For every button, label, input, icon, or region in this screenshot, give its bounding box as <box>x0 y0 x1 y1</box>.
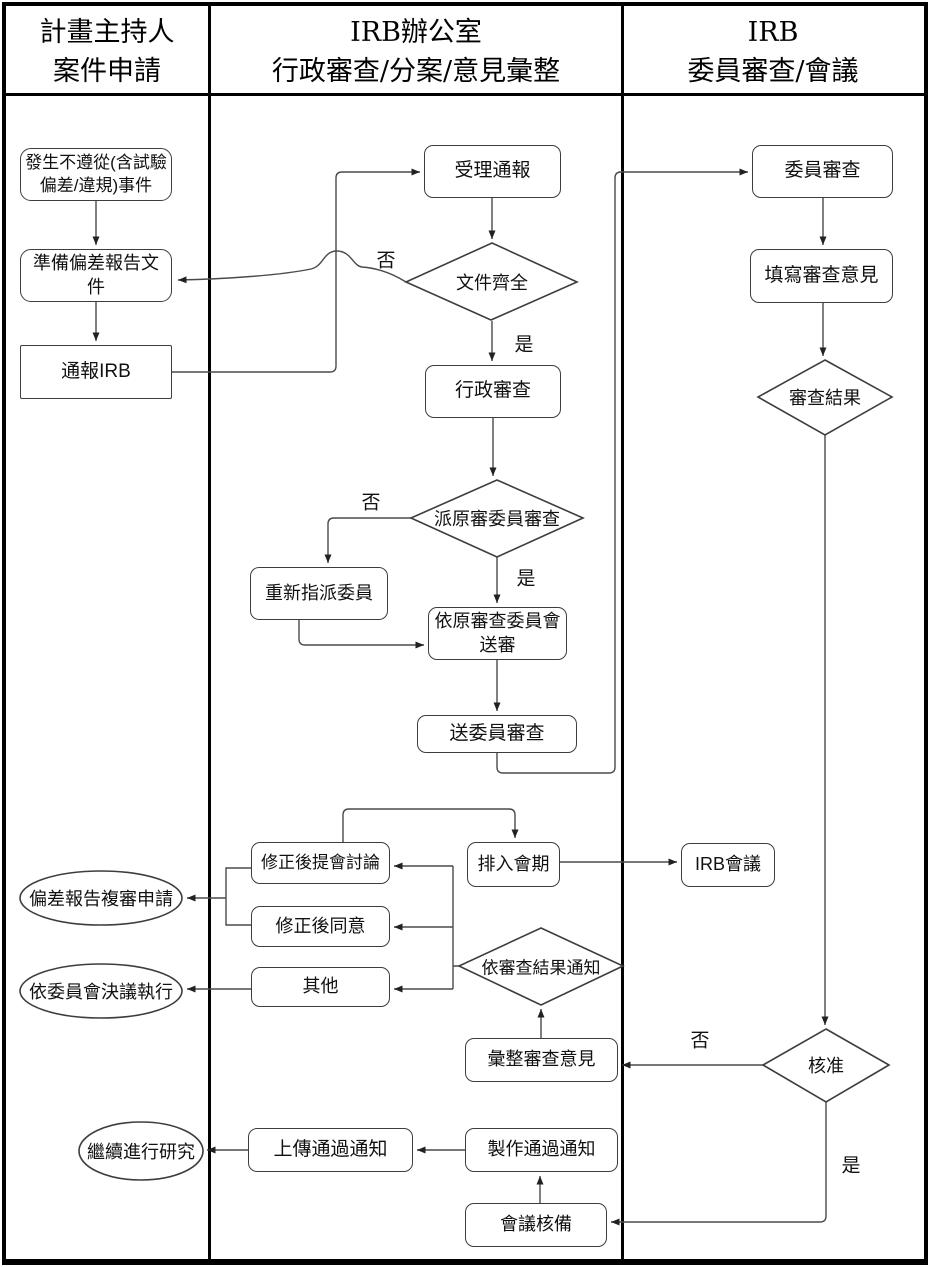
node-member-review: 委員審查 <box>752 145 893 198</box>
edge-notify-trunk <box>452 866 459 989</box>
decision-review-result: 審查結果 <box>789 388 861 408</box>
lane-header-office-line1: IRB辦公室 <box>350 17 482 48</box>
node-meeting-recordation: 會議核備 <box>465 1203 607 1247</box>
label-docs-no: 否 <box>376 250 396 272</box>
node-accept-notification: 受理通報 <box>424 145 561 198</box>
terminal-continue-research-shape <box>78 1121 204 1181</box>
terminal-execute-resolution-shape <box>19 963 183 1019</box>
node-prepare-deviation-report: 準備偏差報告文件 <box>20 249 172 302</box>
lane-divider-2 <box>621 4 624 1259</box>
node-upload-approval-notice: 上傳通過通知 <box>248 1128 413 1172</box>
node-send-member-review: 送委員審查 <box>417 715 577 753</box>
decision-approve: 核准 <box>808 1056 844 1076</box>
edge-reassign-to-sendorig <box>298 620 424 649</box>
lane-header-pi-line1: 計畫主持人 <box>39 17 175 48</box>
diamond-approve <box>761 1028 891 1103</box>
edge-orig-no-to-reassign <box>324 517 411 563</box>
label-approve-yes: 是 <box>841 1155 861 1177</box>
node-administrative-review: 行政審查 <box>425 365 561 418</box>
lane-header-pi-line2: 案件申請 <box>53 56 161 87</box>
label-docs-yes: 是 <box>514 334 534 356</box>
lane-header-irb: IRB 委員審查/會議 <box>624 10 922 94</box>
node-fill-review-opinion: 填寫審查意見 <box>750 249 893 303</box>
decision-assign-original-reviewer: 派原審委員審查 <box>434 509 560 529</box>
node-schedule-meeting: 排入會期 <box>467 842 560 887</box>
edge-docs-no-to-prepare <box>177 250 407 284</box>
edge-sendreview-to-memberreview <box>496 168 748 774</box>
edge-merge-rereview <box>225 867 251 926</box>
node-approve-after-revision: 修正後同意 <box>251 906 390 947</box>
edge-approve-yes-to-record <box>611 1102 827 1226</box>
decision-documents-complete: 文件齊全 <box>456 273 528 293</box>
lane-header-irb-line2: 委員審查/會議 <box>687 56 859 87</box>
lane-header-office-line2: 行政審查/分案/意見彙整 <box>271 56 561 87</box>
lane-header-irb-line1: IRB <box>747 17 799 48</box>
node-make-approval-notice: 製作通過通知 <box>465 1128 618 1172</box>
diamond-notify-by-result <box>457 927 625 1006</box>
label-orig-yes: 是 <box>516 568 536 590</box>
label-orig-no: 否 <box>361 492 381 514</box>
edge-discuss-to-schedule <box>342 808 519 842</box>
terminal-execute-resolution: 依委員會決議執行 <box>29 982 173 1002</box>
decision-notify-by-result: 依審查結果通知 <box>481 958 601 978</box>
node-notify-irb: 通報IRB <box>20 345 172 399</box>
node-compile-opinions: 彙整審查意見 <box>465 1038 618 1082</box>
node-send-original-committee: 依原審查委員會送審 <box>428 607 567 660</box>
node-irb-meeting: IRB會議 <box>681 843 775 887</box>
node-other: 其他 <box>251 967 390 1007</box>
header-separator <box>4 93 924 96</box>
terminal-rereview-application-shape <box>19 870 183 926</box>
node-noncompliance-event: 發生不遵從(含試驗偏差/違規)事件 <box>20 148 172 201</box>
terminal-rereview-application: 偏差報告複審申請 <box>29 889 173 909</box>
lane-divider-1 <box>208 4 211 1259</box>
diamond-assign-original-reviewer <box>409 479 585 558</box>
diamond-review-result <box>756 359 894 436</box>
lane-header-office: IRB辦公室 行政審查/分案/意見彙整 <box>211 10 621 94</box>
diamond-documents-complete <box>404 242 579 321</box>
edge-notify-to-accept <box>172 168 420 373</box>
terminal-continue-research: 繼續進行研究 <box>87 1142 195 1162</box>
node-reassign-committee: 重新指派委員 <box>250 567 388 620</box>
label-approve-no: 否 <box>690 1030 710 1052</box>
lane-header-pi: 計畫主持人 案件申請 <box>6 10 208 94</box>
node-discuss-after-revision: 修正後提會討論 <box>251 842 390 884</box>
